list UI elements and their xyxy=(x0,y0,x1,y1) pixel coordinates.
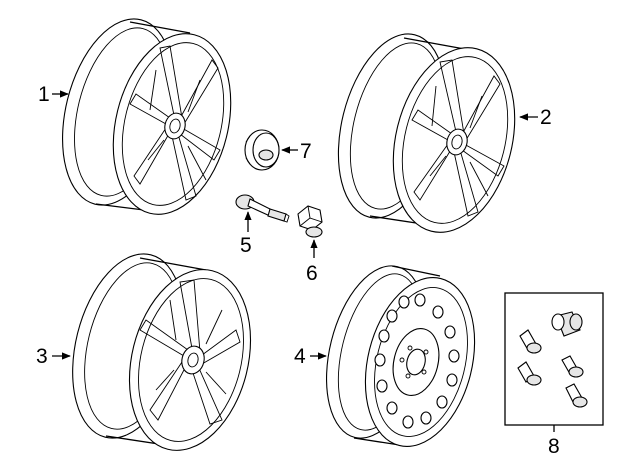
lock-key-icon xyxy=(551,311,583,337)
callout-1: 1 xyxy=(38,83,50,106)
lug-nut-part-6[interactable] xyxy=(297,205,323,238)
callout-3: 3 xyxy=(36,345,48,368)
callout-2: 2 xyxy=(540,106,552,129)
callout-7: 7 xyxy=(300,140,312,163)
alloy-wheel-part-1[interactable] xyxy=(45,7,249,227)
callout-5: 5 xyxy=(240,234,252,257)
callout-6: 6 xyxy=(306,262,318,285)
alloy-wheel-part-3[interactable] xyxy=(55,242,269,463)
steel-spare-wheel-part-4[interactable] xyxy=(310,255,491,458)
callout-8: 8 xyxy=(548,435,560,458)
valve-stem-part-5[interactable] xyxy=(235,194,290,223)
alloy-wheel-part-2[interactable] xyxy=(321,23,533,246)
center-cap-part-7[interactable] xyxy=(244,129,280,171)
lug-lock-icon xyxy=(519,329,542,354)
wheel-lock-kit-part-8[interactable] xyxy=(504,292,604,432)
lug-lock-icon xyxy=(565,383,588,408)
lug-lock-icon xyxy=(561,355,584,378)
lug-lock-icon xyxy=(517,361,542,386)
callout-4: 4 xyxy=(294,345,306,368)
